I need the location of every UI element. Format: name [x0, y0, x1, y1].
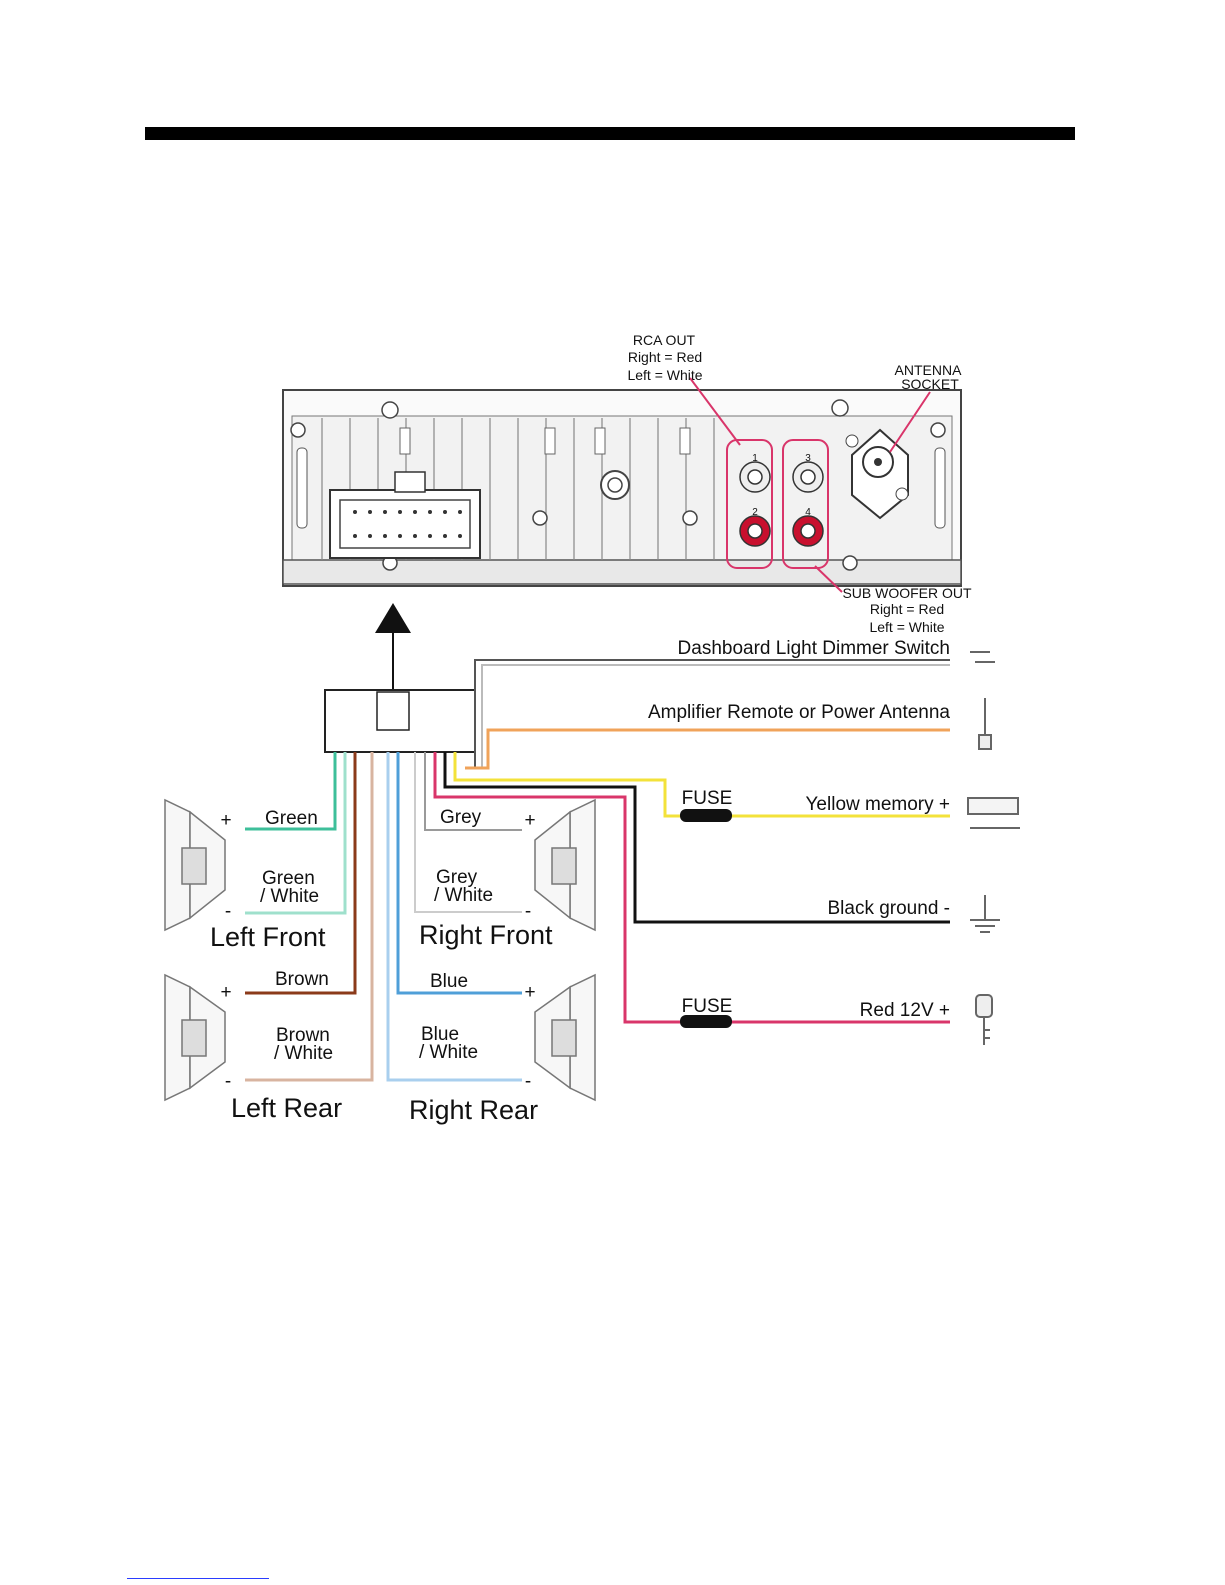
fuse-icon	[680, 1015, 732, 1028]
right-front-pos-wire-label: Grey	[440, 807, 482, 828]
rca-out-title: RCA OUT	[633, 332, 696, 348]
head-unit-back-panel: 1 2 3 4	[282, 389, 962, 587]
memory-terminal-icon	[967, 797, 1020, 829]
right-rear-title: Right Rear	[409, 1095, 538, 1125]
right-front-neg-wire-label-2: / White	[434, 885, 493, 906]
speaker-left-front-icon	[164, 798, 226, 932]
left-front-minus: -	[225, 901, 231, 922]
right-front-title: Right Front	[419, 920, 553, 950]
right-front-plus: +	[524, 810, 535, 831]
left-front-neg-wire-label-1: Green	[262, 868, 315, 889]
fuse-label-top: FUSE	[682, 788, 733, 809]
jack-number-1: 1	[752, 453, 758, 464]
right-rear-plus: +	[524, 982, 535, 1003]
antenna-label-line1: ANTENNA	[895, 362, 963, 378]
left-front-plus: +	[220, 810, 231, 831]
black-ground-label: Black ground -	[827, 898, 950, 919]
ignition-key-icon	[975, 994, 993, 1045]
right-rear-neg-wire-label-2: / White	[419, 1042, 478, 1063]
yellow-memory-label: Yellow memory +	[806, 794, 951, 815]
right-front-minus: -	[525, 901, 531, 922]
fuse-icon	[680, 809, 732, 822]
antenna-label-line2: SOCKET	[901, 376, 959, 392]
arrow-up-icon	[375, 603, 411, 633]
red-12v-label: Red 12V +	[860, 1000, 950, 1021]
right-front-neg-wire-label-1: Grey	[436, 867, 478, 888]
left-front-neg-wire-label-2: / White	[260, 886, 319, 907]
left-rear-title: Left Rear	[231, 1093, 342, 1123]
fuse-label-bottom: FUSE	[682, 996, 733, 1017]
speaker-right-front-icon	[534, 798, 596, 932]
left-rear-pos-wire-label: Brown	[275, 969, 329, 990]
sub-woofer-left: Left = White	[869, 619, 944, 635]
dimmer-switch-label: Dashboard Light Dimmer Switch	[678, 638, 950, 659]
left-rear-neg-wire-label-2: / White	[274, 1043, 333, 1064]
footer-link-underline	[127, 1578, 269, 1579]
left-rear-minus: -	[225, 1071, 231, 1092]
sub-woofer-title: SUB WOOFER OUT	[842, 585, 972, 601]
jack-number-3: 3	[805, 453, 811, 464]
rca-out-left: Left = White	[627, 367, 702, 383]
ground-icon	[970, 895, 1000, 933]
rca-out-right: Right = Red	[628, 349, 702, 365]
top-rule	[145, 127, 1075, 140]
right-rear-pos-wire-label: Blue	[430, 971, 468, 992]
sub-woofer-highlight	[782, 439, 829, 569]
speaker-left-rear-icon	[164, 973, 226, 1102]
jack-number-4: 4	[805, 507, 811, 518]
rca-out-highlight	[726, 439, 773, 569]
left-rear-plus: +	[220, 982, 231, 1003]
sub-woofer-right: Right = Red	[870, 601, 944, 617]
jack-number-2: 2	[752, 507, 758, 518]
left-front-pos-wire-label: Green	[265, 808, 318, 829]
right-rear-neg-wire-label-1: Blue	[421, 1024, 459, 1045]
right-rear-minus: -	[525, 1071, 531, 1092]
dimmer-switch-icon	[970, 651, 995, 663]
left-front-title: Left Front	[210, 922, 326, 952]
amp-remote-label: Amplifier Remote or Power Antenna	[648, 702, 950, 723]
speaker-right-rear-icon	[534, 973, 596, 1102]
left-rear-neg-wire-label-1: Brown	[276, 1025, 330, 1046]
antenna-icon	[978, 698, 992, 750]
